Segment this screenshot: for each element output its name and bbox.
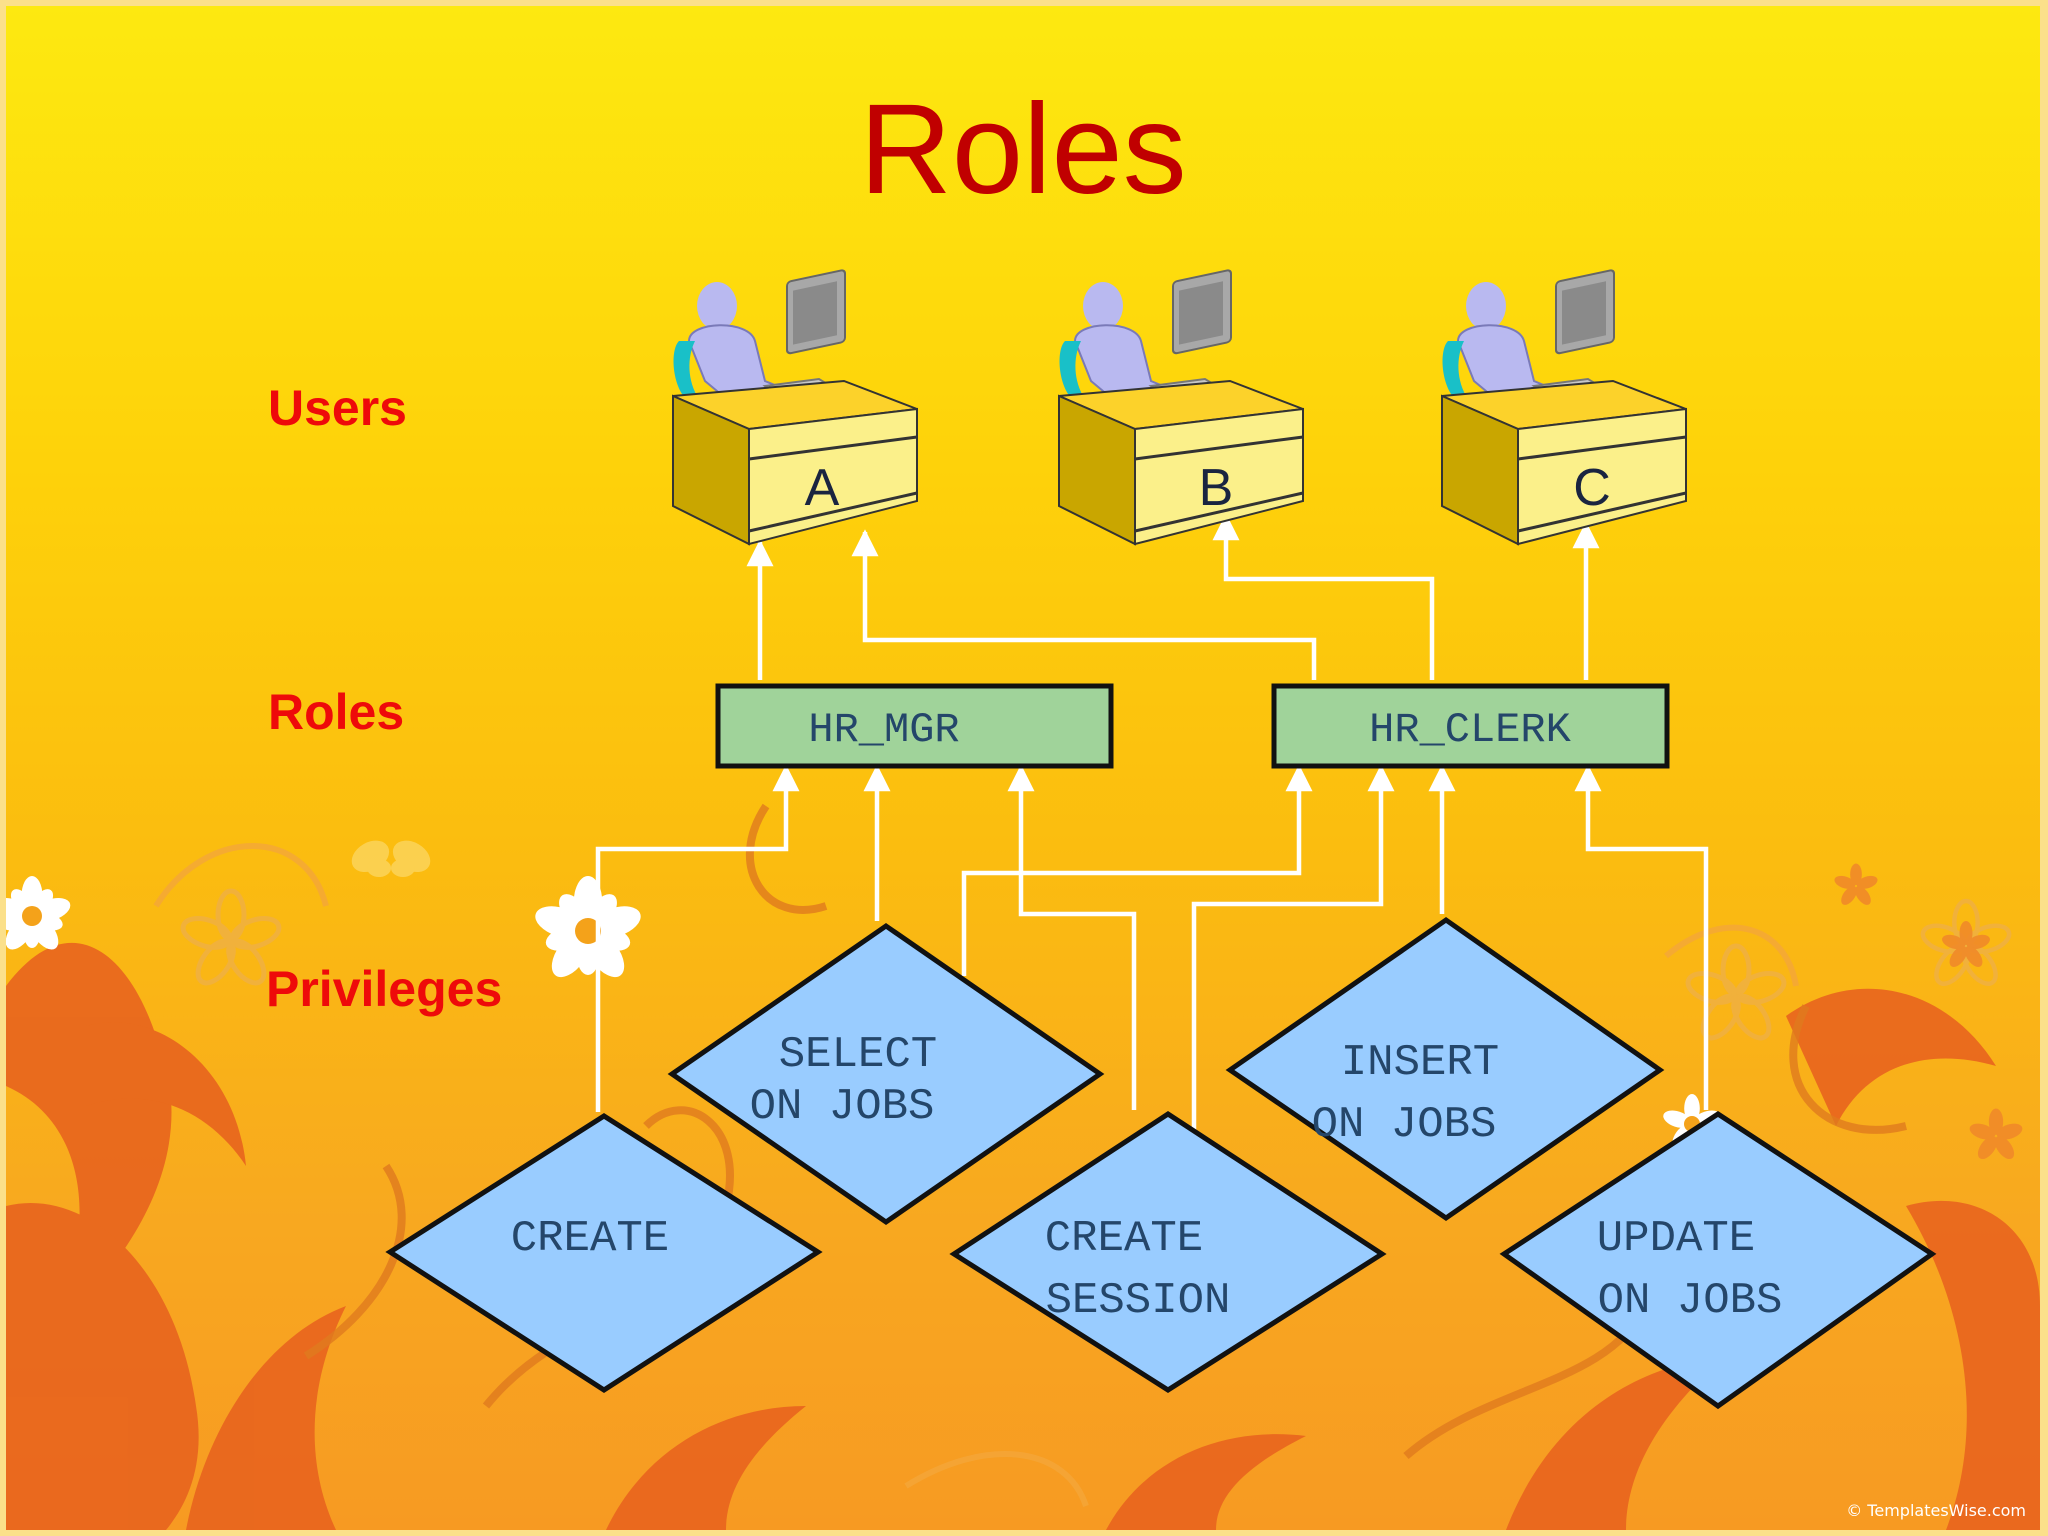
role-hr-clerk-label: HR_CLERK — [1369, 706, 1571, 754]
role-hr-mgr: HR_MGR — [715, 683, 1114, 769]
slide: A B C HR_MGR HR_CLERK SELECT ON JOBS INS… — [6, 6, 2040, 1530]
connector-create-session-to-hr-mgr — [1007, 764, 1137, 1110]
privilege-create-session: CREATE SESSION — [949, 1111, 1387, 1393]
template-credit: © TemplatesWise.com — [1846, 1501, 2026, 1520]
slide-title: Roles — [859, 78, 1187, 221]
privilege-update-line-2: ON JOBS — [1598, 1276, 1783, 1326]
floral-background — [6, 803, 2040, 1530]
privilege-insert-on-jobs: INSERT ON JOBS — [1225, 916, 1665, 1222]
privilege-create-session-line-1: CREATE — [1045, 1214, 1203, 1264]
user-a-label: A — [805, 459, 840, 517]
connector-hr-clerk-to-b — [1212, 513, 1435, 680]
privilege-select-on-jobs: SELECT ON JOBS — [667, 922, 1105, 1226]
connector-update-to-hr-clerk — [1574, 764, 1709, 1110]
user-a — [672, 269, 918, 546]
connectors — [595, 513, 1709, 1131]
role-hr-clerk: HR_CLERK — [1271, 683, 1670, 769]
privilege-select-line-2: ON JOBS — [750, 1082, 935, 1132]
user-c-label: C — [1573, 459, 1611, 517]
connector-hr-clerk-to-a — [851, 529, 1317, 680]
privilege-create-line-1: CREATE — [511, 1214, 669, 1264]
role-hr-mgr-label: HR_MGR — [808, 706, 959, 754]
privilege-select-line-1: SELECT — [779, 1030, 937, 1080]
privilege-update-line-1: UPDATE — [1597, 1214, 1755, 1264]
connector-create-session-to-hr-clerk — [1191, 764, 1395, 1131]
roles-diagram: A B C HR_MGR HR_CLERK SELECT ON JOBS INS… — [385, 269, 1937, 1410]
user-b-label: B — [1199, 459, 1234, 517]
user-c — [1441, 269, 1687, 546]
privilege-create-session-line-2: SESSION — [1046, 1276, 1231, 1326]
users-row-label: Users — [268, 380, 407, 436]
roles-row-label: Roles — [268, 684, 405, 740]
connector-select-to-hr-clerk — [961, 764, 1313, 976]
privilege-update-on-jobs: UPDATE ON JOBS — [1499, 1111, 1937, 1410]
connector-create-to-hr-mgr — [595, 764, 800, 1112]
privileges-row-label: Privileges — [266, 961, 503, 1017]
user-b — [1058, 269, 1304, 546]
privilege-insert-line-1: INSERT — [1341, 1038, 1499, 1088]
privilege-create: CREATE — [385, 1113, 823, 1393]
privilege-insert-line-2: ON JOBS — [1312, 1100, 1497, 1150]
